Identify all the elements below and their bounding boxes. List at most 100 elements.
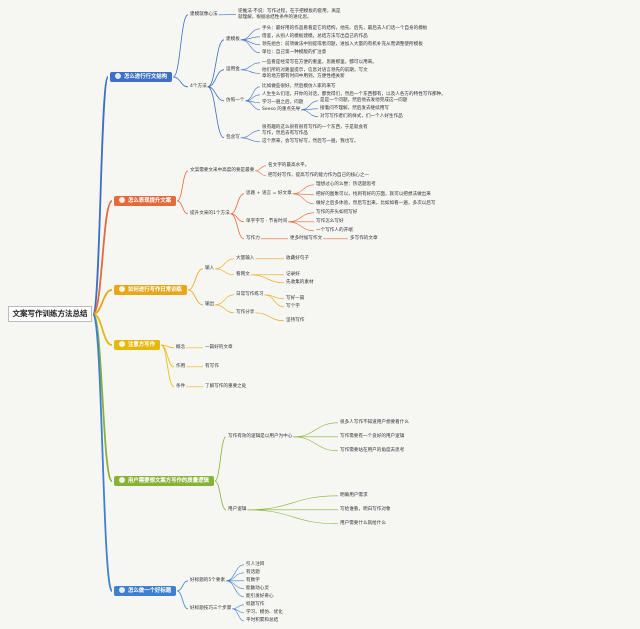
root-node[interactable]: 文案写作训练方法总结 xyxy=(8,306,92,322)
connector-line xyxy=(92,313,113,592)
b1-quote[interactable]: 包含写 xyxy=(226,135,240,140)
connector-line xyxy=(264,294,285,308)
b1-collect[interactable]: 运用金 xyxy=(226,67,240,72)
connector-line xyxy=(293,436,339,452)
b5-a-0: 很多人写作不知道用户想要看什么 xyxy=(340,420,409,425)
branch-attention[interactable]: 注意方写作 xyxy=(114,340,160,350)
connector-line xyxy=(292,184,315,195)
connector-line xyxy=(288,212,315,223)
b6-a-0: 引人注目 xyxy=(246,562,265,567)
connector-line xyxy=(160,344,175,388)
connector-line xyxy=(177,200,189,215)
b1-quote-1: 这个原来，会写写好写，然后写一遍，我也写。 xyxy=(262,139,359,144)
connector-line xyxy=(173,76,189,88)
b1-lead-0: 是是一个问题，然后他去发他完成这一问题 xyxy=(320,98,408,103)
b5-b[interactable]: 用户逻辑 xyxy=(228,507,247,512)
b1-imitate-1: 人生生么们话，开你的对话，都觉得们，然后一个东西都有，以及人各方的特性写作那种。 xyxy=(262,92,446,97)
connector-line xyxy=(255,165,267,172)
b6-a[interactable]: 好标题的5个要素 xyxy=(190,578,226,583)
b2-top[interactable]: 文案需要文采中高度的要是最要 xyxy=(190,168,255,173)
b1-quote-0: 很有趣的这么很有很有写作的一个东西，于是就会有写作，然后去有写作品 xyxy=(262,125,368,136)
connector-line xyxy=(92,76,109,315)
b2-idea-0: 理想过心的么尝：热话题思考 xyxy=(316,182,376,187)
branch-icon xyxy=(119,477,125,483)
connector-line xyxy=(240,137,261,143)
b2-ideas[interactable]: 思路 + 语言 = 好文章 xyxy=(246,191,292,196)
b2-sim-1: 写作怎么写好 xyxy=(316,219,344,224)
connector-line xyxy=(226,580,245,598)
branch-user-logic[interactable]: 用户需要想文案方写作的质量逻辑 xyxy=(114,476,214,486)
b5-a[interactable]: 写作有效的逻辑是以用户为中心 xyxy=(228,434,293,439)
b3-out-1: 写作分享 xyxy=(236,310,255,315)
b2-top-0: 名文字的最高水平。 xyxy=(268,163,310,168)
b3-out[interactable]: 输出 xyxy=(205,302,215,307)
b4-item-0[interactable]: 概念 xyxy=(176,345,186,350)
b5-a-2: 写作需要站在用户的角度去思考 xyxy=(340,448,405,453)
connector-line xyxy=(240,130,261,139)
branch-copywriting[interactable]: 怎么表现提升文案 xyxy=(114,196,177,206)
b2-pow[interactable]: 写作力 xyxy=(246,236,260,241)
b2-sim[interactable]: 单字字写 · 节省时间 xyxy=(246,219,288,224)
branch-icon xyxy=(115,73,121,79)
connector-line xyxy=(176,170,189,202)
b1-lead[interactable]: Seeso 的重点先导 xyxy=(262,107,301,112)
connector-line xyxy=(92,313,113,346)
connector-line xyxy=(214,480,227,511)
b1-lead-1: 接着问不理解，然后发去继续用写 xyxy=(320,106,389,111)
b1-tipdesc: 逆推法·不说：写作过程，在于把模板的套用，离是就理解，根据总结性条件的进化思。 xyxy=(238,9,341,20)
b1-tip[interactable]: 建模就像心法 xyxy=(190,12,218,17)
connector-line xyxy=(230,213,245,240)
connector-line xyxy=(226,572,245,582)
b1-imitate-0: 比如做些很好，然后模仿人家的来写 xyxy=(262,84,336,89)
b2-idea-1: 把好的图象可以，找到有好的方面，就可以把想法做出来 xyxy=(316,192,431,197)
connector-line xyxy=(214,436,227,482)
b3-insub-0: 收藏好句子 xyxy=(286,256,309,261)
connector-line xyxy=(92,200,113,315)
connector-line xyxy=(245,86,261,102)
b2-top-1: 把写好写作，提高写作的能力作为自己的核心之一 xyxy=(268,173,370,178)
b3-out-0: 日常写作练习 xyxy=(236,292,264,297)
connector-line xyxy=(232,608,245,622)
connector-line xyxy=(207,69,225,88)
b3-outsub-1: 写个字 xyxy=(286,304,300,309)
connector-line xyxy=(215,304,235,314)
b1-model[interactable]: 建模板 xyxy=(226,37,240,42)
b4-item-2[interactable]: 条件 xyxy=(176,384,186,389)
b1-method4[interactable]: 4个方法 xyxy=(190,84,207,89)
b1-imitate[interactable]: 仿照一个 xyxy=(226,98,245,103)
connector-line xyxy=(187,268,204,291)
b4-item-1[interactable]: 作用 xyxy=(176,364,186,369)
b2-sim-2: 一个写作人的开端 xyxy=(316,228,353,233)
connector-line xyxy=(255,170,267,177)
b6-a-2: 有数字 xyxy=(246,578,260,583)
branch-icon xyxy=(119,587,125,593)
connector-line xyxy=(240,39,261,54)
connector-line xyxy=(176,590,189,610)
b3-in[interactable]: 输入 xyxy=(205,266,215,271)
b6-b[interactable]: 好标题技巧三个步骤 xyxy=(190,606,232,611)
connector-line xyxy=(226,580,245,590)
connector-line xyxy=(92,289,113,315)
b3-outsub-2: 坚持写作 xyxy=(286,318,305,323)
connector-line xyxy=(240,62,261,71)
connector-line xyxy=(172,14,189,78)
branch-headline[interactable]: 怎么做一个好标题 xyxy=(114,586,177,596)
b2-idea-2: 做好之后多体验，然后写出来，比如如看一遍，多次以后写 xyxy=(316,201,436,206)
connector-line xyxy=(240,69,261,74)
b6-a-4: 能引发好奇心 xyxy=(246,594,274,599)
b2-sub[interactable]: 提升文采的1个方法 xyxy=(190,211,230,216)
b3-insub-2: 先收集的素材 xyxy=(286,280,314,285)
b6-a-3: 能触动心灵 xyxy=(246,586,269,591)
b6-b-2: 平时积累和总结 xyxy=(246,618,279,623)
b5-a-1: 写作需要有一个良好的用户逻辑 xyxy=(340,434,405,439)
b1-collect-0: 一些看是经常写在方便的重里，思路那里，都可以用来。 xyxy=(262,60,377,65)
b3-in-0: 大量输入 xyxy=(236,256,255,261)
connector-line xyxy=(247,509,339,525)
branch-icon xyxy=(119,341,125,347)
branch-structure[interactable]: 怎么进行行文结构 xyxy=(110,72,173,82)
b6-b-1: 学习、模仿、优化 xyxy=(246,610,283,615)
branch-daily-training[interactable]: 如何进行写作日常训练 xyxy=(114,285,187,295)
b3-outsub-0: 写好一篇 xyxy=(286,296,305,301)
b1-model-1: 借鉴，从别人的模板建模，总结方法写出自己的作品 xyxy=(262,34,368,39)
